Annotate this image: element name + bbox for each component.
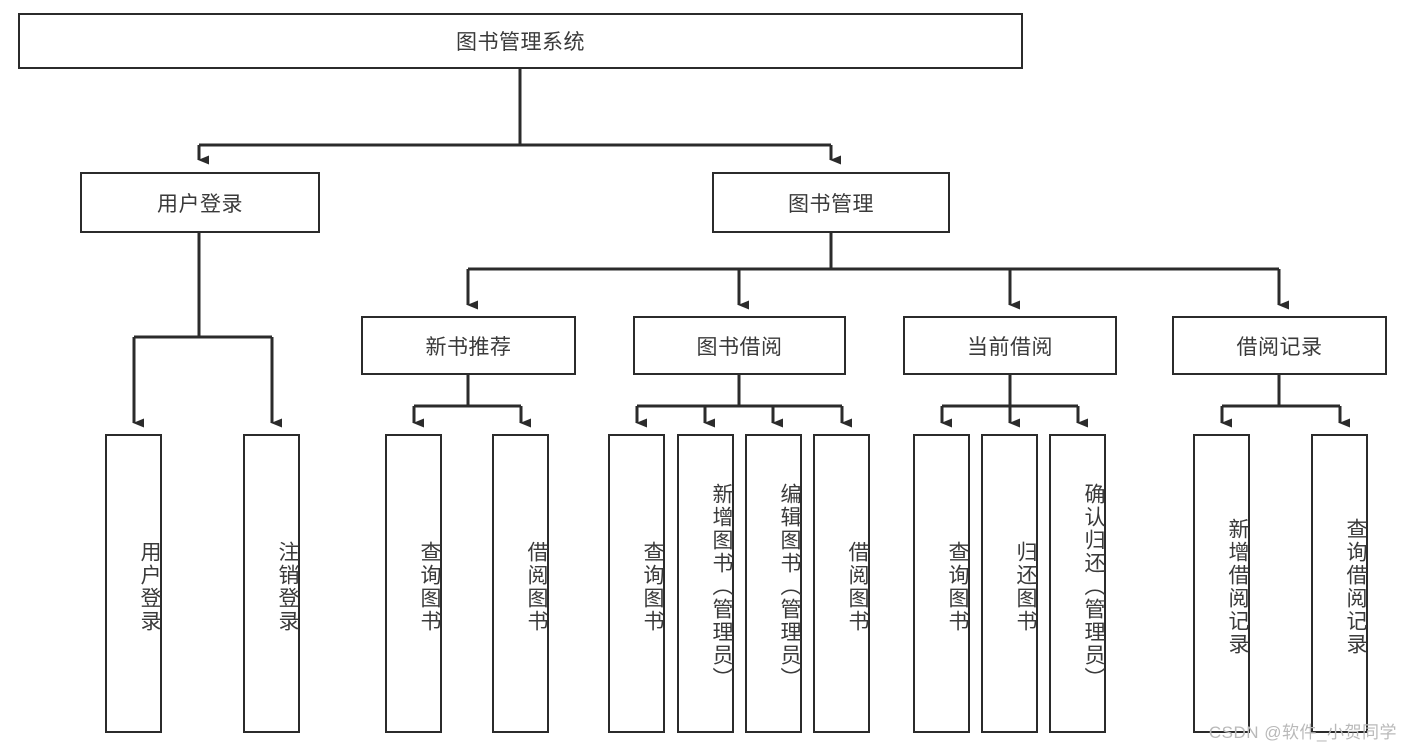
node-leaf-borrow-book[interactable]: 借阅图书 — [813, 434, 870, 733]
node-leaf-query-book-recommend-label: 查询图书 — [418, 540, 441, 633]
node-root[interactable]: 图书管理系统 — [18, 13, 1023, 69]
node-book-borrow-label: 图书借阅 — [696, 335, 783, 359]
node-new-book-recommend[interactable]: 新书推荐 — [361, 316, 576, 375]
node-leaf-logout-label: 注销登录 — [276, 540, 299, 633]
node-leaf-return-book-label: 归还图书 — [1014, 540, 1037, 633]
node-leaf-borrow-book-recommend[interactable]: 借阅图书 — [492, 434, 549, 733]
node-leaf-edit-book-label: 编辑图书（管理员） — [778, 483, 801, 690]
node-leaf-borrow-book-recommend-label: 借阅图书 — [525, 540, 548, 633]
node-leaf-add-book[interactable]: 新增图书（管理员） — [677, 434, 734, 733]
node-leaf-query-borrow-record[interactable]: 查询借阅记录 — [1311, 434, 1368, 733]
node-borrow-record[interactable]: 借阅记录 — [1172, 316, 1387, 375]
node-book-borrow[interactable]: 图书借阅 — [633, 316, 846, 375]
node-current-borrow-label: 当前借阅 — [967, 335, 1053, 359]
node-leaf-user-login[interactable]: 用户登录 — [105, 434, 162, 733]
node-book-management-label: 图书管理 — [788, 192, 874, 216]
node-leaf-return-book[interactable]: 归还图书 — [981, 434, 1038, 733]
node-book-management[interactable]: 图书管理 — [712, 172, 950, 233]
node-leaf-query-book[interactable]: 查询图书 — [608, 434, 665, 733]
node-user-login[interactable]: 用户登录 — [80, 172, 320, 233]
node-user-login-label: 用户登录 — [157, 192, 243, 216]
node-borrow-record-label: 借阅记录 — [1236, 335, 1323, 359]
node-leaf-add-borrow-record-label: 新增借阅记录 — [1226, 517, 1249, 656]
node-new-book-recommend-label: 新书推荐 — [425, 335, 512, 359]
node-root-label: 图书管理系统 — [456, 31, 585, 54]
node-leaf-query-book-current[interactable]: 查询图书 — [913, 434, 970, 733]
node-leaf-add-borrow-record[interactable]: 新增借阅记录 — [1193, 434, 1250, 733]
node-leaf-query-borrow-record-label: 查询借阅记录 — [1344, 517, 1367, 656]
node-leaf-borrow-book-label: 借阅图书 — [846, 540, 869, 633]
node-leaf-query-book-recommend[interactable]: 查询图书 — [385, 434, 442, 733]
node-leaf-user-login-label: 用户登录 — [138, 540, 161, 633]
node-leaf-query-book-label: 查询图书 — [641, 540, 664, 633]
node-leaf-confirm-return[interactable]: 确认归还（管理员） — [1049, 434, 1106, 733]
node-leaf-edit-book[interactable]: 编辑图书（管理员） — [745, 434, 802, 733]
node-leaf-logout[interactable]: 注销登录 — [243, 434, 300, 733]
node-current-borrow[interactable]: 当前借阅 — [903, 316, 1117, 375]
node-leaf-confirm-return-label: 确认归还（管理员） — [1082, 483, 1105, 690]
node-leaf-query-book-current-label: 查询图书 — [946, 540, 969, 633]
watermark: CSDN @软件_小贺同学 — [1208, 723, 1397, 742]
node-leaf-add-book-label: 新增图书（管理员） — [710, 483, 733, 690]
